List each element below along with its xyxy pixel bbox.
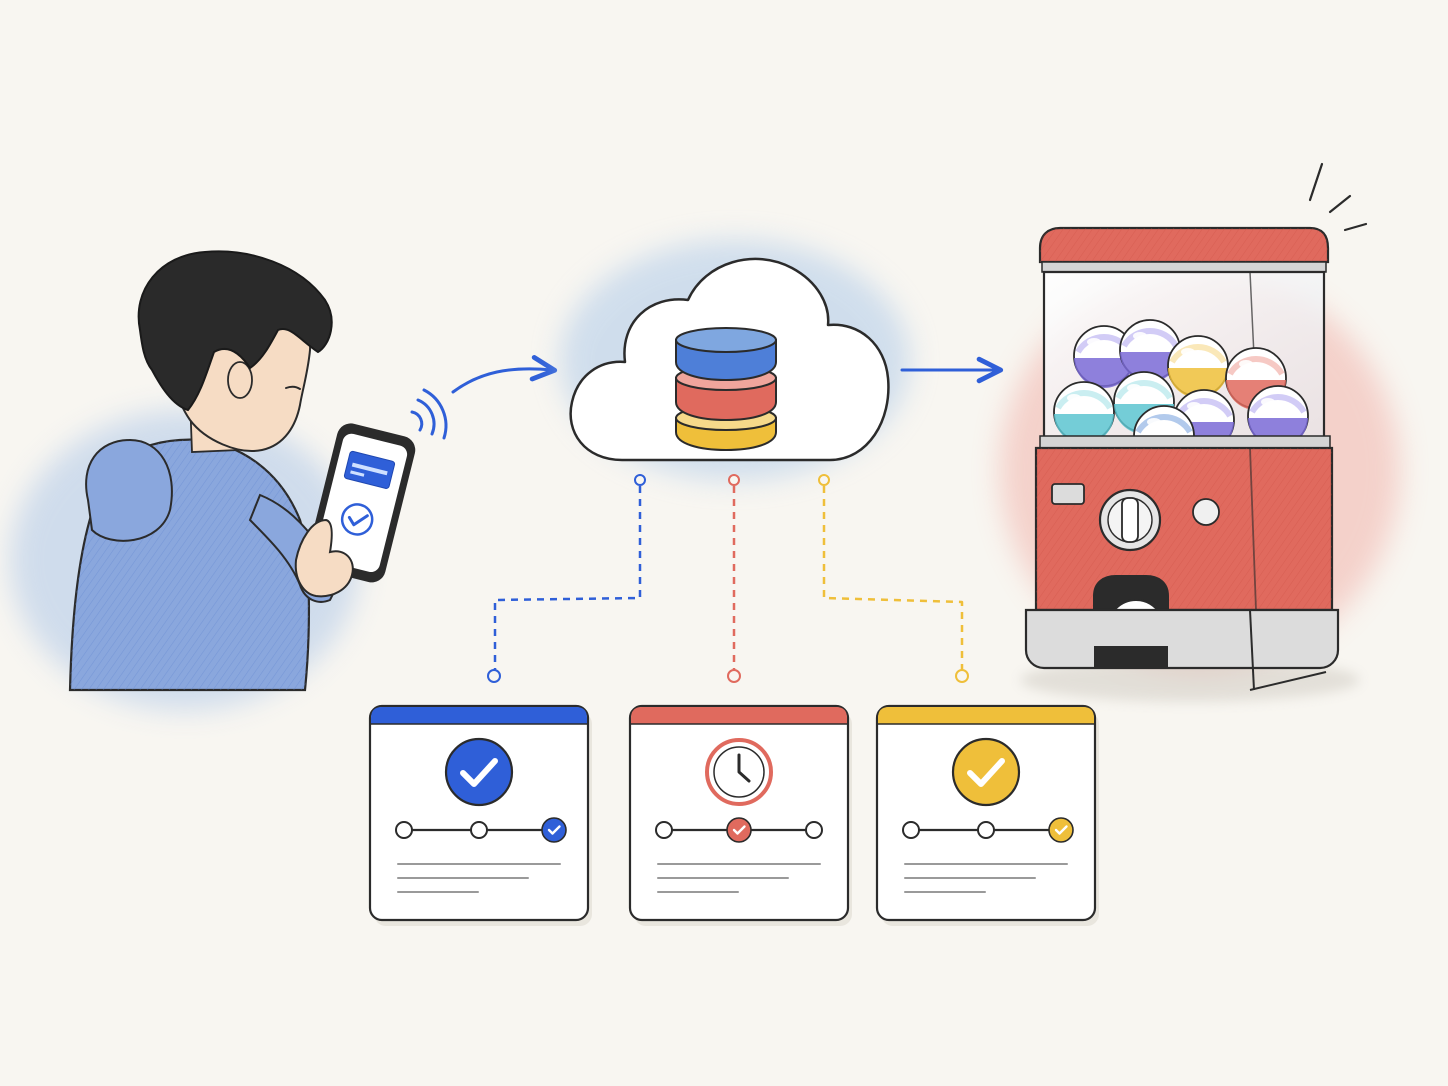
- progress-step: [902, 821, 920, 839]
- hair: [137, 250, 333, 412]
- checkmark-icon: [444, 737, 514, 807]
- gacha-capsule-machine-icon: [1000, 162, 1400, 702]
- payment-card-icon: [343, 450, 396, 489]
- connector-yellow: [818, 474, 969, 683]
- turn-knob[interactable]: [1098, 488, 1162, 552]
- hood: [85, 438, 173, 542]
- connector-blue: [487, 474, 646, 683]
- status-cards: [368, 704, 1099, 926]
- progress-track: [902, 817, 1074, 843]
- checkmark-icon: [951, 737, 1021, 807]
- ear: [227, 361, 253, 399]
- card-header-bar: [371, 707, 587, 724]
- progress-step: [805, 821, 823, 839]
- text-placeholder-lines: [657, 863, 821, 893]
- progress-step: [470, 821, 488, 839]
- person-with-phone-icon: [10, 250, 360, 710]
- progress-track: [655, 817, 823, 843]
- machine-glass-base: [1039, 435, 1331, 449]
- progress-step-current: [541, 817, 567, 843]
- progress-step: [395, 821, 413, 839]
- hand: [294, 518, 354, 598]
- progress-step-current: [726, 817, 752, 843]
- card-frame: [628, 704, 850, 922]
- clock-icon: [705, 738, 773, 806]
- machine-base: [1024, 608, 1340, 670]
- dispenser-tray: [1094, 646, 1168, 668]
- capsule-purple: [1073, 325, 1135, 388]
- card-frame: [368, 704, 590, 922]
- capsule-purple: [1119, 319, 1181, 382]
- progress-track: [395, 817, 567, 843]
- smartphone: [307, 423, 416, 583]
- capsules: [1053, 319, 1309, 468]
- progress-step: [655, 821, 673, 839]
- connector-red: [727, 474, 741, 683]
- card-header-bar: [878, 707, 1094, 724]
- eye: [285, 385, 301, 390]
- sparkle-lines: [1308, 162, 1368, 232]
- progress-step-current: [1048, 817, 1074, 843]
- capsule-cyan: [1053, 381, 1115, 444]
- progress-step: [977, 821, 995, 839]
- wireless-signal-icon: [410, 388, 448, 440]
- machine-lid-rim: [1041, 261, 1327, 273]
- status-card-yellow[interactable]: [875, 704, 1099, 926]
- database-icon: [675, 327, 777, 452]
- status-card-red[interactable]: [628, 704, 852, 926]
- database-layer-blue: [675, 327, 777, 382]
- text-placeholder-lines: [904, 863, 1068, 893]
- coin-slot[interactable]: [1051, 483, 1085, 505]
- card-header-bar: [631, 707, 847, 724]
- capsule-yellow: [1167, 335, 1229, 398]
- card-frame: [875, 704, 1097, 922]
- status-card-blue[interactable]: [368, 704, 592, 926]
- text-placeholder-lines: [397, 863, 561, 893]
- checkmark-icon: [340, 503, 374, 536]
- machine-button[interactable]: [1192, 498, 1220, 526]
- arrow-user-to-cloud: [451, 355, 558, 394]
